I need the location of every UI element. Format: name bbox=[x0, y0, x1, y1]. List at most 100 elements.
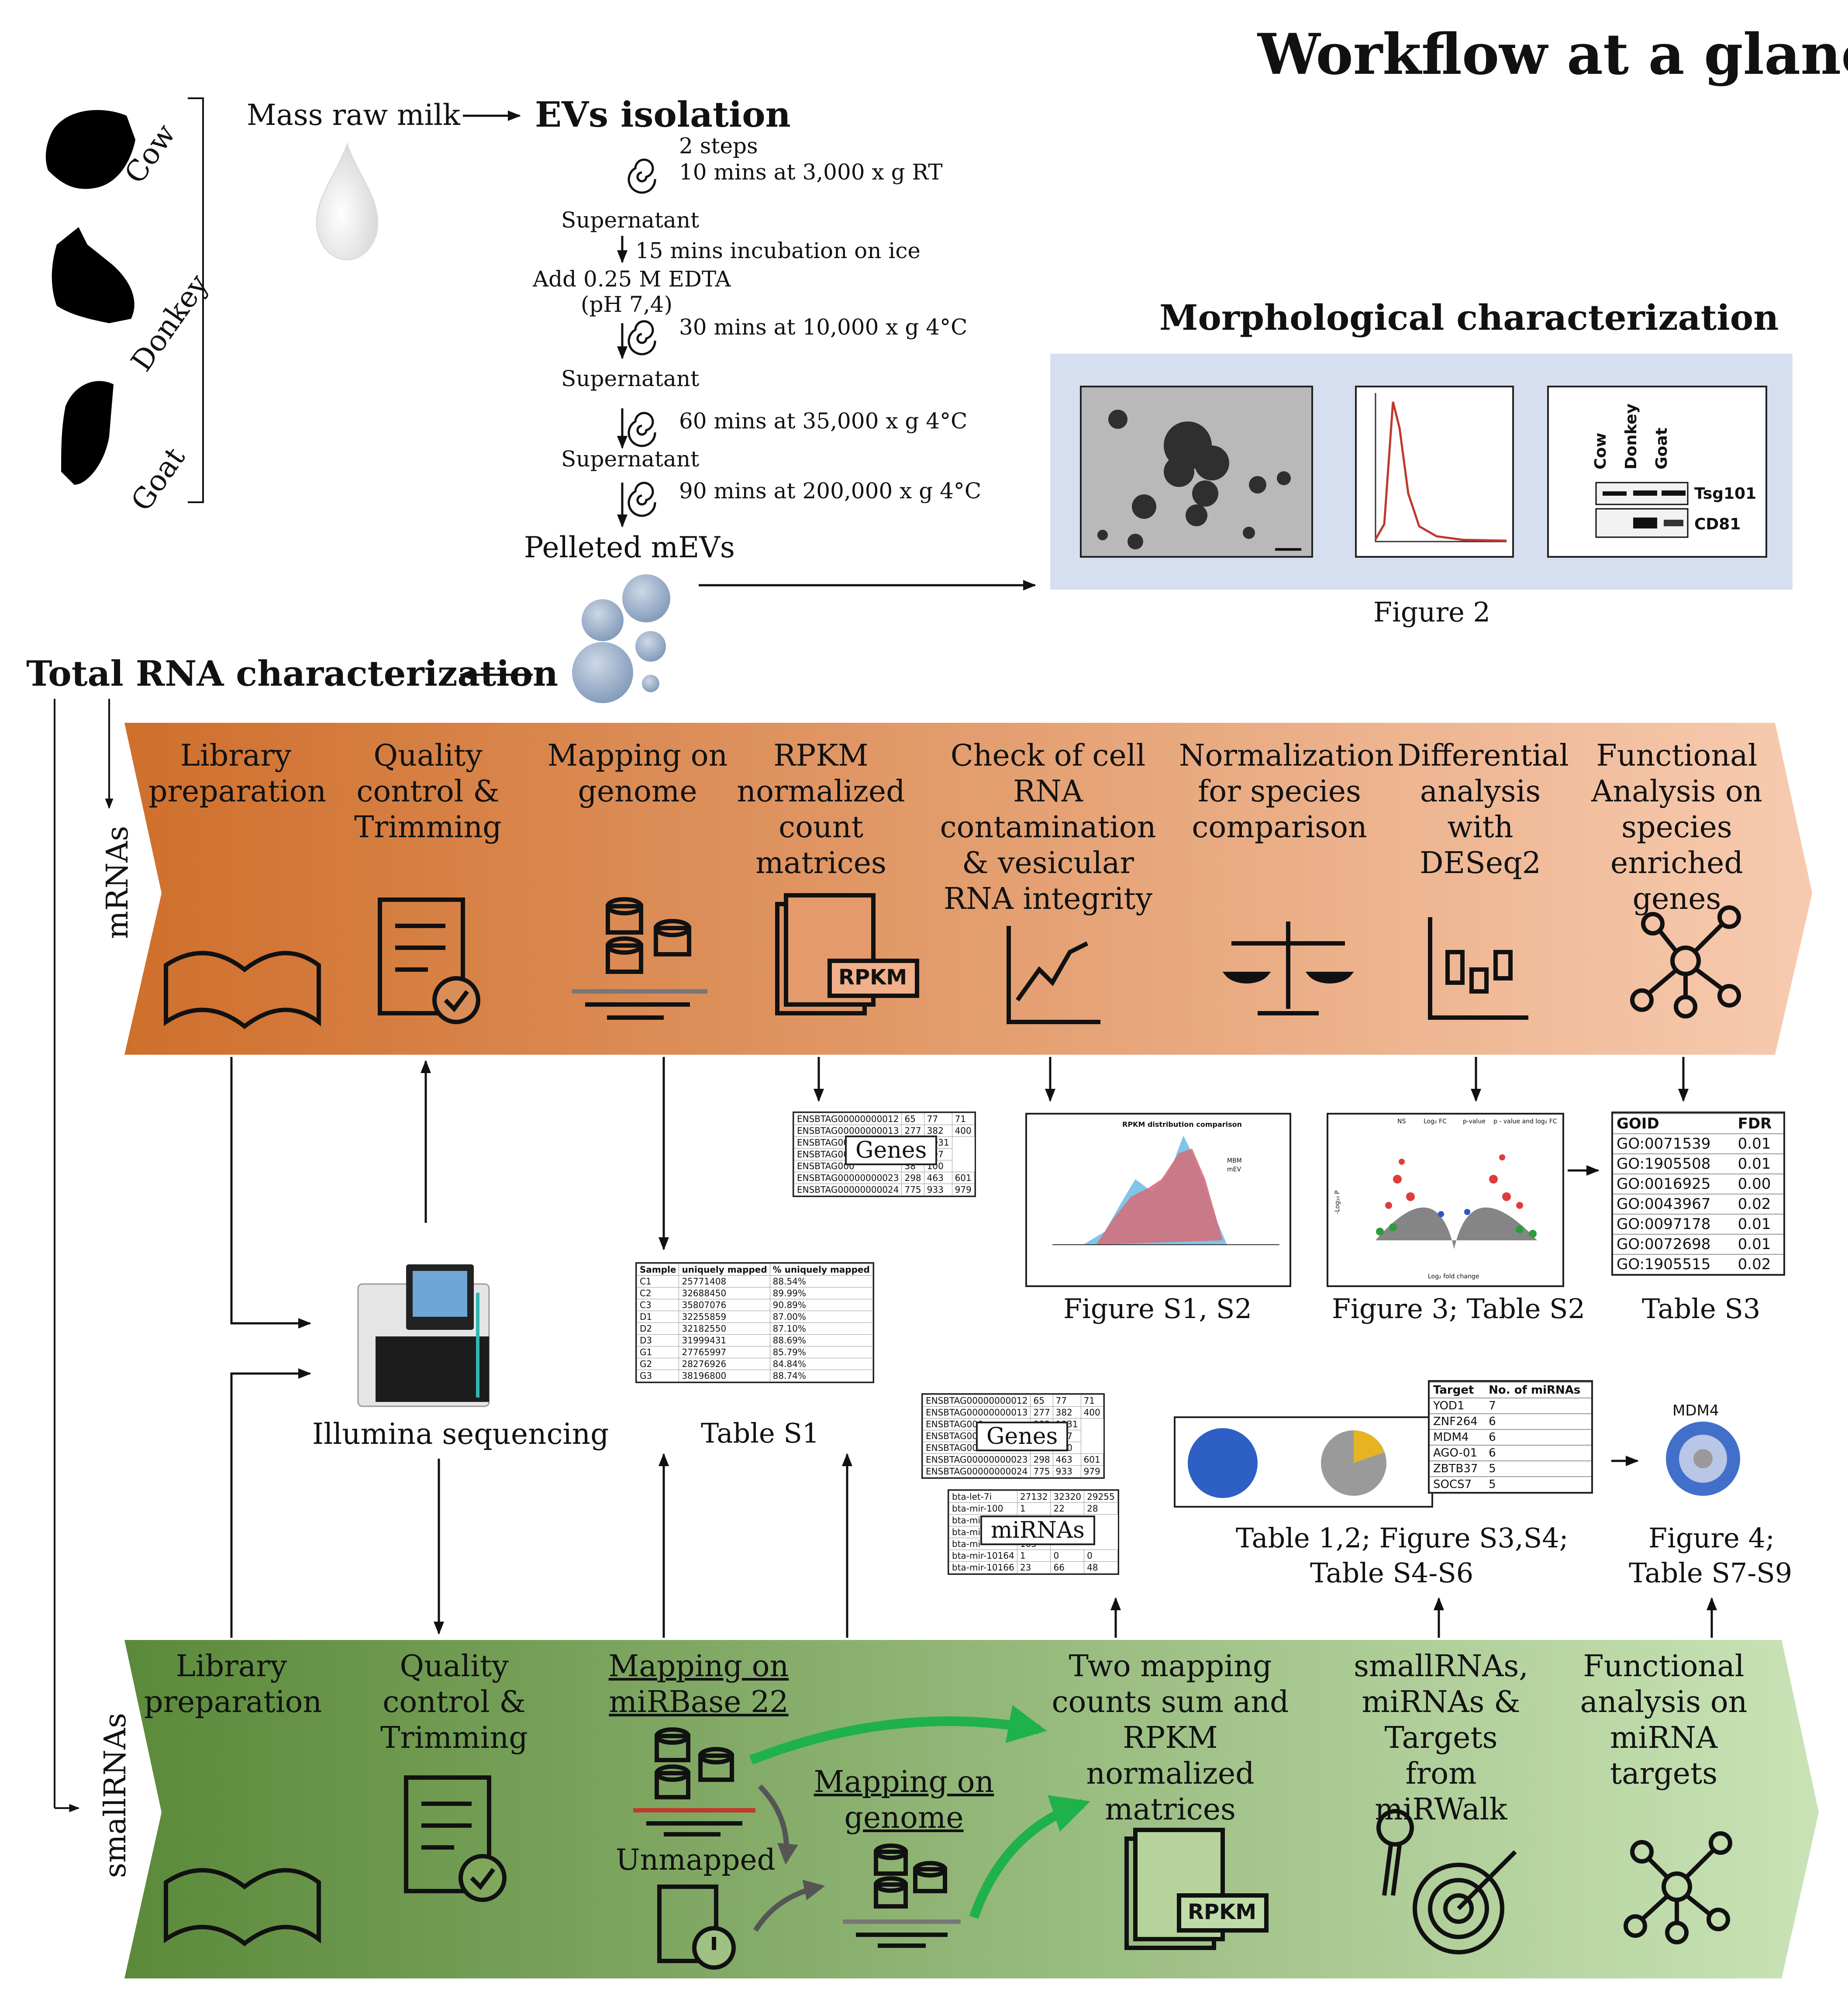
table-cell: bta-mir-10164 bbox=[949, 1550, 1017, 1562]
goat-icon bbox=[61, 381, 114, 485]
table-cell: 38196800 bbox=[679, 1370, 770, 1382]
table-cell: 1 bbox=[1017, 1550, 1051, 1562]
table-cell: 22 bbox=[1050, 1502, 1085, 1515]
rpkm-document-icon bbox=[775, 893, 919, 1015]
step-90-min: 90 mins at 200,000 x g 4°C bbox=[679, 478, 982, 504]
table-cell: 6 bbox=[1485, 1445, 1591, 1461]
nta-axes bbox=[1375, 393, 1507, 542]
table-cell: MDM4 bbox=[1430, 1429, 1486, 1445]
volcano-legend-p: p-value bbox=[1463, 1118, 1486, 1125]
table-header-cell: Target bbox=[1430, 1382, 1486, 1398]
table-cell: 27765997 bbox=[679, 1346, 770, 1358]
table-cell: 66 bbox=[1050, 1561, 1085, 1574]
total-rna-heading: Total RNA characterization bbox=[26, 653, 559, 694]
table-cell: bta-mir-100 bbox=[949, 1502, 1017, 1515]
table-cell: ENSBTAG00000000023 bbox=[793, 1172, 902, 1184]
vesicle-blobs bbox=[1097, 410, 1291, 549]
cow-icon bbox=[45, 110, 135, 189]
table-cell: ENSBTAG00000000024 bbox=[793, 1184, 902, 1196]
table-cell: 71 bbox=[952, 1113, 975, 1125]
caption-fig3: Figure 3; Table S2 bbox=[1332, 1293, 1585, 1325]
step-ph: (pH 7,4) bbox=[581, 292, 673, 317]
small-rpkm-tag: RPKM bbox=[1188, 1900, 1257, 1924]
caption-table-s1: Table S1 bbox=[701, 1417, 820, 1449]
table-cell: 400 bbox=[1080, 1406, 1103, 1419]
mrna-banner bbox=[124, 723, 1812, 1055]
table-cell: 71 bbox=[1080, 1395, 1103, 1407]
table-cell: 277 bbox=[1030, 1406, 1053, 1419]
network-icon bbox=[1630, 905, 1741, 1018]
table-cell: D1 bbox=[636, 1311, 679, 1323]
small-step-mirbase: Mapping on miRBase 22 bbox=[608, 1649, 789, 1719]
table-cell: ENSBTAG00000000023 bbox=[922, 1453, 1031, 1466]
morph-heading: Morphological characterization bbox=[1159, 297, 1779, 338]
caption-table-s3: Table S3 bbox=[1642, 1293, 1761, 1325]
checklist-icon bbox=[378, 897, 480, 1024]
wb-lane-cow: Cow bbox=[1592, 432, 1610, 469]
table-cell: 27132 bbox=[1017, 1491, 1051, 1503]
target-icon bbox=[1376, 1809, 1517, 1954]
table-cell: 28276926 bbox=[679, 1358, 770, 1370]
step-60-min: 60 mins at 35,000 x g 4°C bbox=[679, 408, 968, 434]
step-30-min: 30 mins at 10,000 x g 4°C bbox=[679, 314, 968, 340]
donkey-icon bbox=[52, 227, 134, 323]
mdm4-network bbox=[1666, 1422, 1740, 1496]
table-cell: 77 bbox=[1052, 1395, 1081, 1407]
small-step-mirwalk: smallRNAs, miRNAs & Targets from miRWalk bbox=[1354, 1649, 1528, 1827]
table-cell: G3 bbox=[636, 1370, 679, 1382]
green-arrow-mirbase bbox=[749, 1705, 1047, 1765]
table-cell: 298 bbox=[901, 1172, 924, 1184]
evs-isolation-heading: EVs isolation bbox=[535, 94, 791, 135]
table-cell: C2 bbox=[636, 1287, 679, 1299]
table-cell: 5 bbox=[1485, 1476, 1591, 1492]
caption-fig4-l1: Figure 4; bbox=[1648, 1522, 1775, 1554]
table-cell: 65 bbox=[901, 1113, 924, 1125]
band-donkey-tsg bbox=[1633, 490, 1657, 496]
step-supernatant-1: Supernatant bbox=[561, 207, 700, 233]
wb-lane-donkey: Donkey bbox=[1622, 403, 1640, 469]
page-title: Workflow at a glance bbox=[1258, 22, 1848, 87]
connector-lines bbox=[230, 1057, 1717, 1638]
table-cell: 298 bbox=[1030, 1453, 1053, 1466]
table-cell: 463 bbox=[924, 1172, 952, 1184]
table-cell: 77 bbox=[924, 1113, 952, 1125]
table-cell: 6 bbox=[1485, 1413, 1591, 1429]
band-goat-tsg bbox=[1662, 490, 1686, 496]
hist-legend-mbm: MBM bbox=[1227, 1157, 1242, 1164]
table-cell: ENSBTAG00000000024 bbox=[922, 1465, 1031, 1477]
table-cell: 89.99% bbox=[769, 1287, 873, 1299]
table-cell: 382 bbox=[924, 1125, 952, 1137]
table-cell: 979 bbox=[952, 1184, 975, 1196]
table-cell: 382 bbox=[1052, 1406, 1081, 1419]
table-cell: 25771408 bbox=[679, 1275, 770, 1288]
network-label: MDM4 bbox=[1672, 1402, 1719, 1419]
wb-lane-goat: Goat bbox=[1653, 428, 1671, 469]
table-cell: 29255 bbox=[1084, 1491, 1118, 1503]
mrna-step-normalization: Normalization for species comparison bbox=[1179, 739, 1394, 845]
hist-legend-mev: mEV bbox=[1227, 1166, 1241, 1173]
unmapped-arrow bbox=[758, 1784, 798, 1865]
checklist-icon-small bbox=[404, 1775, 507, 1902]
table-cell: 0.02 bbox=[1734, 1194, 1783, 1214]
table-cell: 0.02 bbox=[1734, 1254, 1783, 1274]
morph-caption: Figure 2 bbox=[1373, 596, 1490, 628]
table-cell: 775 bbox=[1030, 1465, 1053, 1477]
table-cell: GO:0097178 bbox=[1613, 1214, 1734, 1234]
table-cell: 979 bbox=[1080, 1465, 1103, 1477]
scale-bar bbox=[1275, 548, 1301, 551]
table-header-cell: No. of miRNAs bbox=[1485, 1382, 1591, 1398]
